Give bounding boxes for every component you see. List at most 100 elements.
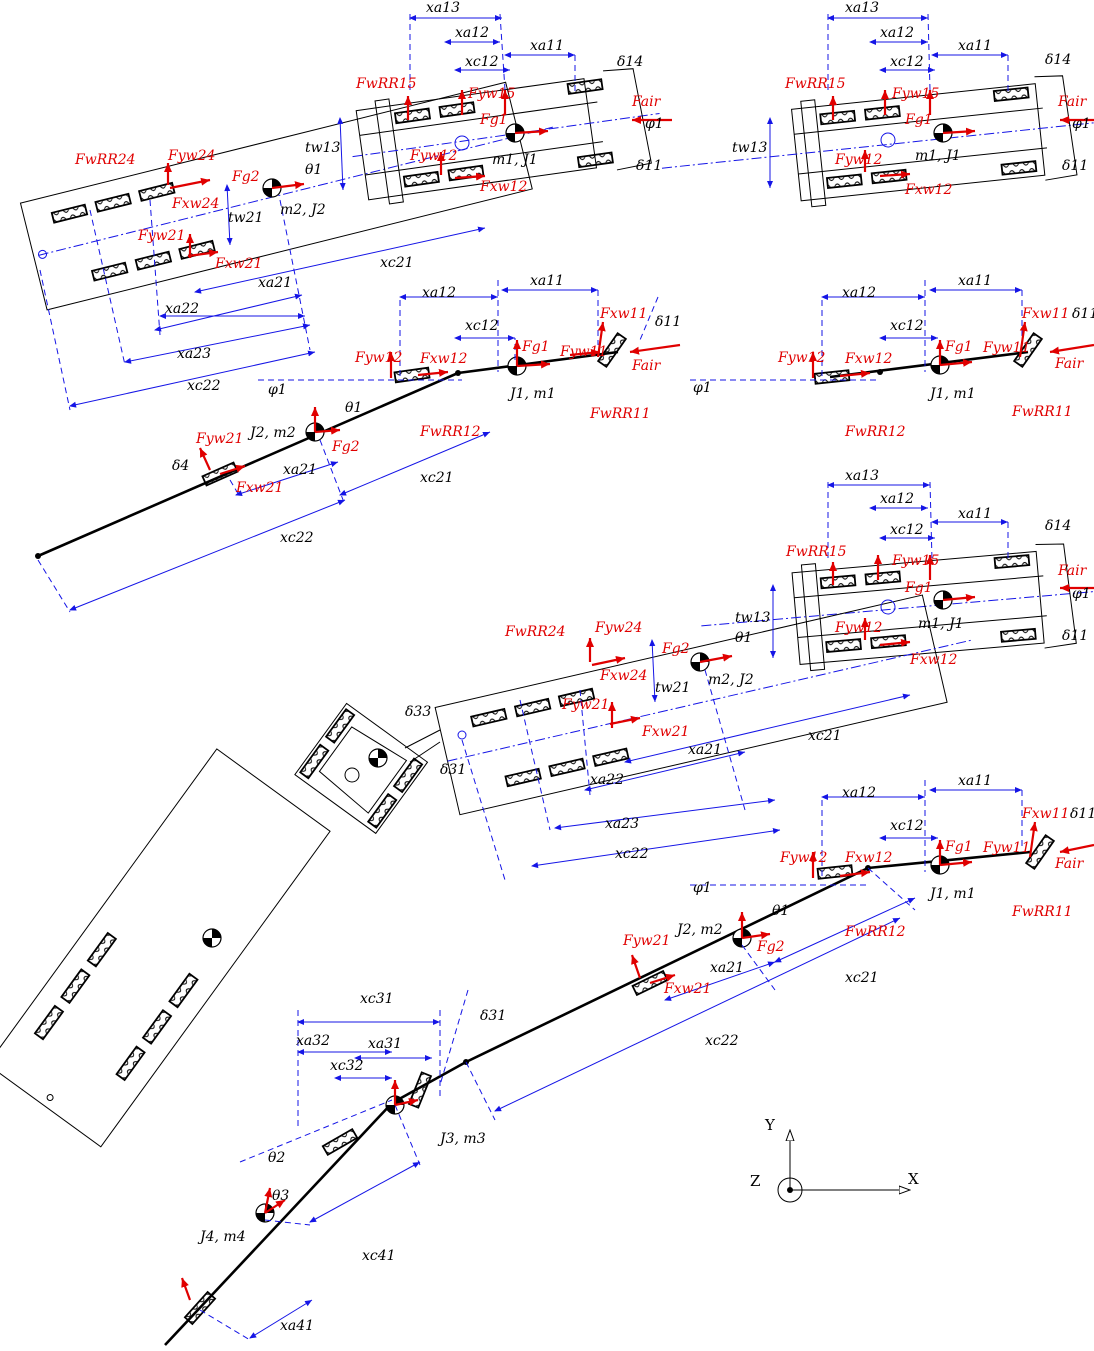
label-delta31: δ31 xyxy=(480,1008,506,1024)
label-theta1: θ1 xyxy=(305,162,322,178)
label-phi1: φ1 xyxy=(1072,116,1091,132)
label-xa12: xa12 xyxy=(455,25,489,41)
axis-label-x: X xyxy=(908,1170,919,1188)
force-FwRR12: FwRR12 xyxy=(844,924,906,940)
force-Fg2: Fg2 xyxy=(661,641,690,657)
force-Fyw12: Fyw12 xyxy=(777,350,826,366)
force-Fyw12: Fyw12 xyxy=(409,148,458,164)
label-delta11: δ11 xyxy=(1062,158,1088,174)
force-Fxw11: Fxw11 xyxy=(1021,806,1069,822)
label-xc31: xc31 xyxy=(360,991,394,1007)
label-m1J1: m1, J1 xyxy=(915,148,961,164)
label-xc12: xc12 xyxy=(465,318,499,334)
label-delta11: δ11 xyxy=(1062,628,1088,644)
force-Fyw11: Fyw11 xyxy=(559,344,607,360)
force-FwRR12: FwRR12 xyxy=(844,424,906,440)
label-J1m1: J1, m1 xyxy=(927,386,976,402)
force-Fxw24: Fxw24 xyxy=(599,668,647,684)
label-xa11: xa11 xyxy=(958,773,992,789)
label-delta11: δ11 xyxy=(655,314,681,330)
label-tw13: tw13 xyxy=(305,140,341,156)
semitrailer-axis xyxy=(465,866,869,1064)
label-phi1: φ1 xyxy=(1072,586,1091,602)
label-xc22: xc22 xyxy=(187,378,221,394)
force-Fg1: Fg1 xyxy=(904,112,933,128)
force-Fxw11: Fxw11 xyxy=(1021,306,1069,322)
force-Fyw12: Fyw12 xyxy=(834,620,883,636)
force-Fyw21: Fyw21 xyxy=(195,431,243,447)
label-xa21: xa21 xyxy=(688,742,722,758)
force-FwRR15: FwRR15 xyxy=(785,544,847,560)
panel-bicycle-truck-trailer: xa12 xa11 xc12 Fxw11 δ11 Fyw12 Fxw12 Fg1… xyxy=(35,273,681,613)
label-xa32: xa32 xyxy=(296,1033,330,1049)
label-m2J2: m2, J2 xyxy=(280,202,326,218)
force-Fair: Fair xyxy=(1054,356,1085,372)
label-xa12: xa12 xyxy=(842,785,876,801)
coordinate-axes: Y Z X xyxy=(750,1116,919,1203)
force-FwRR15: FwRR15 xyxy=(784,76,846,92)
label-xa31: xa31 xyxy=(368,1036,402,1052)
force-Fg1: Fg1 xyxy=(944,339,973,355)
force-Fyw24: Fyw24 xyxy=(594,620,642,636)
force-Fair: Fair xyxy=(1057,563,1088,579)
axis-label-z: Z xyxy=(750,1172,760,1190)
force-Fg1: Fg1 xyxy=(479,112,508,128)
force-Fxw21: Fxw21 xyxy=(214,256,262,272)
force-Fxw12: Fxw12 xyxy=(479,179,528,195)
label-delta4: δ4 xyxy=(172,458,189,474)
force-Fyw15: Fyw15 xyxy=(891,553,940,569)
label-theta1: θ1 xyxy=(772,903,789,919)
label-tw13: tw13 xyxy=(732,140,768,156)
label-theta2: θ2 xyxy=(268,1150,285,1166)
label-xa11: xa11 xyxy=(958,506,992,522)
label-delta14: δ14 xyxy=(1045,52,1071,68)
force-Fxw12: Fxw12 xyxy=(419,351,468,367)
label-delta33: δ33 xyxy=(405,704,431,720)
panel-double-trailer-top: xa13 xa12 xa11 xc12 δ14 FwRR15 Fyw15 Fai… xyxy=(0,468,1094,1148)
force-Fxw12: Fxw12 xyxy=(844,351,893,367)
label-xa22: xa22 xyxy=(590,772,624,788)
force-Fxw21: Fxw21 xyxy=(663,981,711,997)
label-xc21: xc21 xyxy=(380,255,414,271)
label-xa11: xa11 xyxy=(530,273,564,289)
force-FwRR11: FwRR11 xyxy=(1011,404,1073,420)
label-xa13: xa13 xyxy=(426,0,460,16)
label-tw21: tw21 xyxy=(655,680,690,696)
label-J1m1: J1, m1 xyxy=(507,386,556,402)
label-phi1: φ1 xyxy=(268,382,287,398)
force-Fyw12: Fyw12 xyxy=(834,152,883,168)
label-tw13: tw13 xyxy=(735,610,771,626)
label-delta31: δ31 xyxy=(440,762,466,778)
label-xc32: xc32 xyxy=(330,1058,364,1074)
label-xa13: xa13 xyxy=(845,468,879,484)
label-xa12: xa12 xyxy=(880,491,914,507)
label-xa12: xa12 xyxy=(880,25,914,41)
label-theta1: θ1 xyxy=(345,400,362,416)
tractor-frame xyxy=(791,83,1046,202)
tractor-axis xyxy=(867,850,1031,870)
force-Fg1: Fg1 xyxy=(904,580,933,596)
label-phi1: φ1 xyxy=(645,116,664,132)
force-FwRR12: FwRR12 xyxy=(419,424,481,440)
label-delta14: δ14 xyxy=(617,54,643,70)
label-xa21: xa21 xyxy=(283,462,317,478)
label-xa22: xa22 xyxy=(165,301,199,317)
label-delta11: δ11 xyxy=(1070,806,1094,822)
force-Fxw21: Fxw21 xyxy=(235,480,283,496)
label-xa21: xa21 xyxy=(710,960,744,976)
force-Fyw21: Fyw21 xyxy=(137,228,185,244)
label-xc12: xc12 xyxy=(890,818,924,834)
force-Fxw11: Fxw11 xyxy=(599,306,647,322)
label-xc12: xc12 xyxy=(890,54,924,70)
force-FwRR15: FwRR15 xyxy=(355,76,417,92)
label-xc22: xc22 xyxy=(615,846,649,862)
label-xa11: xa11 xyxy=(958,38,992,54)
label-xc12: xc12 xyxy=(890,522,924,538)
full-trailer-body xyxy=(0,748,331,1148)
force-Fyw11: Fyw11 xyxy=(982,840,1030,856)
force-Fyw21: Fyw21 xyxy=(561,697,609,713)
panel-bicycle-double-trailer: xa12 xa11 δ11 Fxw11 xc12 Fyw12 Fxw12 Fg1… xyxy=(164,773,1094,1346)
force-Fg2: Fg2 xyxy=(756,939,785,955)
label-xc21: xc21 xyxy=(808,728,842,744)
